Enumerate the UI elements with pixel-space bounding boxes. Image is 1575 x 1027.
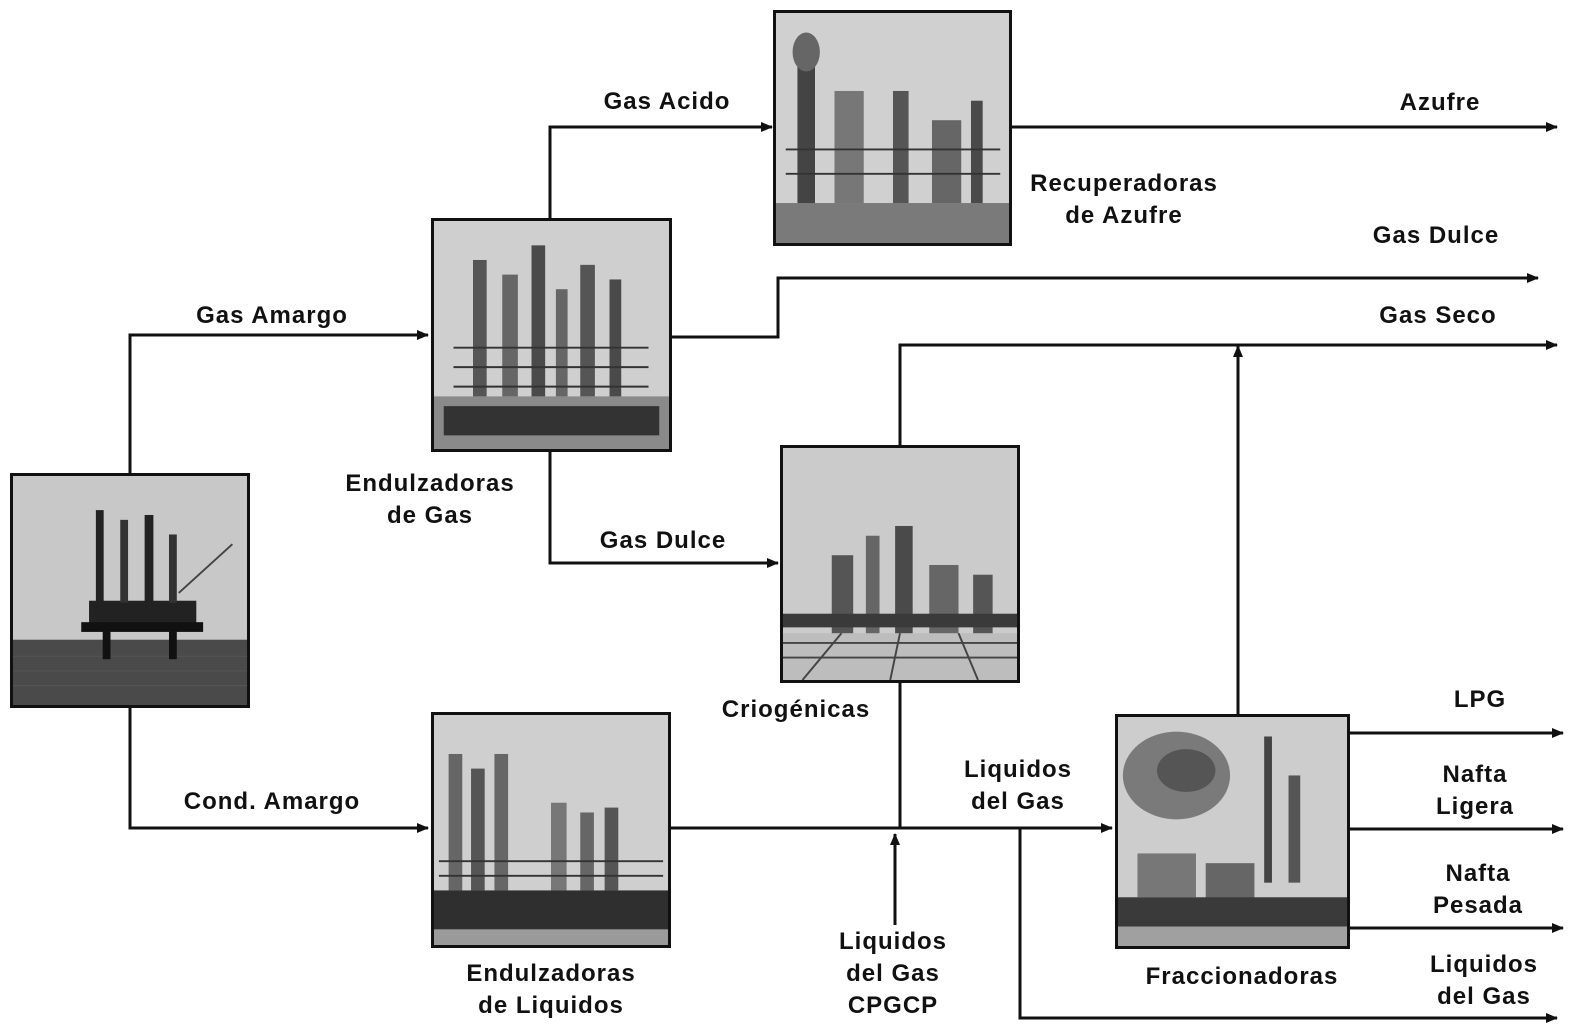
nafta-ligera-label: Nafta Ligera	[1435, 761, 1515, 820]
azufre-label: Azufre	[1399, 89, 1481, 116]
nafta-pesada-label: Nafta Pesada	[1432, 860, 1524, 919]
fractionation-plant-icon	[1118, 717, 1347, 946]
cond-amargo-label: Cond. Amargo	[183, 788, 361, 815]
liquids-plant-icon	[434, 715, 668, 945]
liquidos-del-gas-label: Liquidos del Gas	[964, 756, 1072, 815]
gas-acido-label: Gas Acido	[603, 88, 731, 115]
liquid-sweetening-node	[431, 712, 671, 948]
arrow-gas-dulce-cryo	[548, 452, 779, 568]
liquidos-out-label: Liquidos del Gas	[1430, 951, 1538, 1010]
arrow-gas-acido	[548, 122, 773, 218]
lpg-label: LPG	[1453, 686, 1507, 713]
fractionation-node	[1115, 714, 1350, 949]
gas-seco-label: Gas Seco	[1379, 302, 1497, 329]
arrow-liquidos-out	[1018, 828, 1558, 1023]
offshore-platform-icon	[13, 476, 247, 705]
sulfur-plant-icon	[776, 13, 1009, 243]
cryogenic-label: Criogénicas	[721, 696, 871, 723]
gas-dulce-cryo-label: Gas Dulce	[599, 527, 727, 554]
arrow-cond-amargo	[128, 708, 429, 833]
gas-sweetening-node	[431, 218, 672, 452]
sulfur-recovery-node	[773, 10, 1012, 246]
cpgcp-label: Liquidos del Gas CPGCP	[839, 928, 947, 1019]
cryogenic-plant-icon	[783, 448, 1017, 680]
fractionation-label: Fraccionadoras	[1145, 963, 1339, 990]
cryogenic-node	[780, 445, 1020, 683]
liquid-sweetening-label: Endulzadoras de Liquidos	[466, 960, 636, 1019]
gas-sweetening-label: Endulzadoras de Gas	[345, 470, 515, 529]
sulfur-recovery-label: Recuperadoras de Azufre	[1030, 170, 1218, 229]
arrow-gas-seco	[898, 340, 1558, 445]
arrow-gas-dulce-out	[672, 273, 1539, 339]
gas-dulce-out-label: Gas Dulce	[1372, 222, 1500, 249]
gas-amargo-label: Gas Amargo	[196, 302, 348, 329]
arrow-gas-amargo	[128, 330, 429, 473]
offshore-platform-node	[10, 473, 250, 708]
gas-plant-icon	[434, 221, 669, 449]
